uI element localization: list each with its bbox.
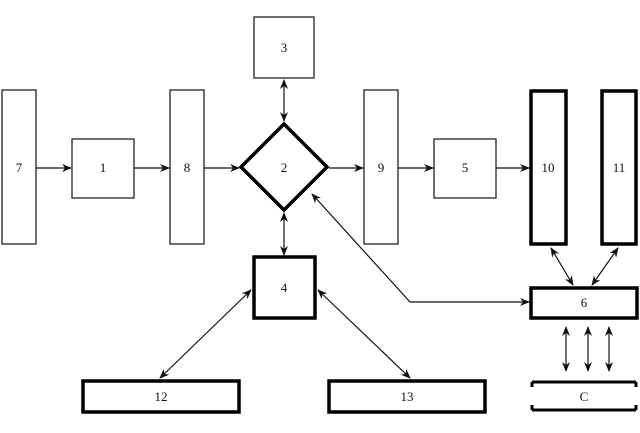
node-8: 8 [169, 89, 205, 245]
node-5: 5 [433, 138, 497, 199]
node-3: 3 [253, 16, 315, 79]
node-label: 13 [401, 389, 414, 404]
node-C: C [530, 380, 638, 412]
node-4: 4 [252, 255, 317, 320]
node-7: 7 [1, 89, 37, 245]
edge-6-2 [311, 193, 530, 306]
node-10: 10 [529, 89, 568, 246]
node-label: 12 [155, 389, 168, 404]
node-6: 6 [529, 286, 639, 320]
node-label: 7 [16, 160, 23, 175]
node-2: 2 [238, 121, 330, 213]
node-label: 6 [581, 295, 588, 310]
node-label: 10 [542, 160, 555, 175]
node-label: 9 [378, 160, 385, 175]
node-label: 11 [613, 160, 626, 175]
node-label: 4 [281, 280, 288, 295]
node-1: 1 [71, 138, 135, 199]
node-13: 13 [327, 379, 487, 414]
edge-11-6 [591, 247, 619, 286]
edge-10-6 [550, 247, 574, 286]
edges [36, 79, 619, 379]
node-label: 1 [100, 160, 107, 175]
node-label: 2 [281, 160, 288, 175]
node-label: C [580, 389, 589, 404]
edge-4-13 [317, 289, 411, 379]
edge-4-12 [159, 289, 252, 379]
node-12: 12 [81, 379, 241, 414]
node-11: 11 [600, 89, 638, 246]
node-label: 3 [281, 40, 288, 55]
node-9: 9 [363, 89, 399, 245]
node-label: 5 [462, 160, 469, 175]
node-label: 8 [184, 160, 191, 175]
